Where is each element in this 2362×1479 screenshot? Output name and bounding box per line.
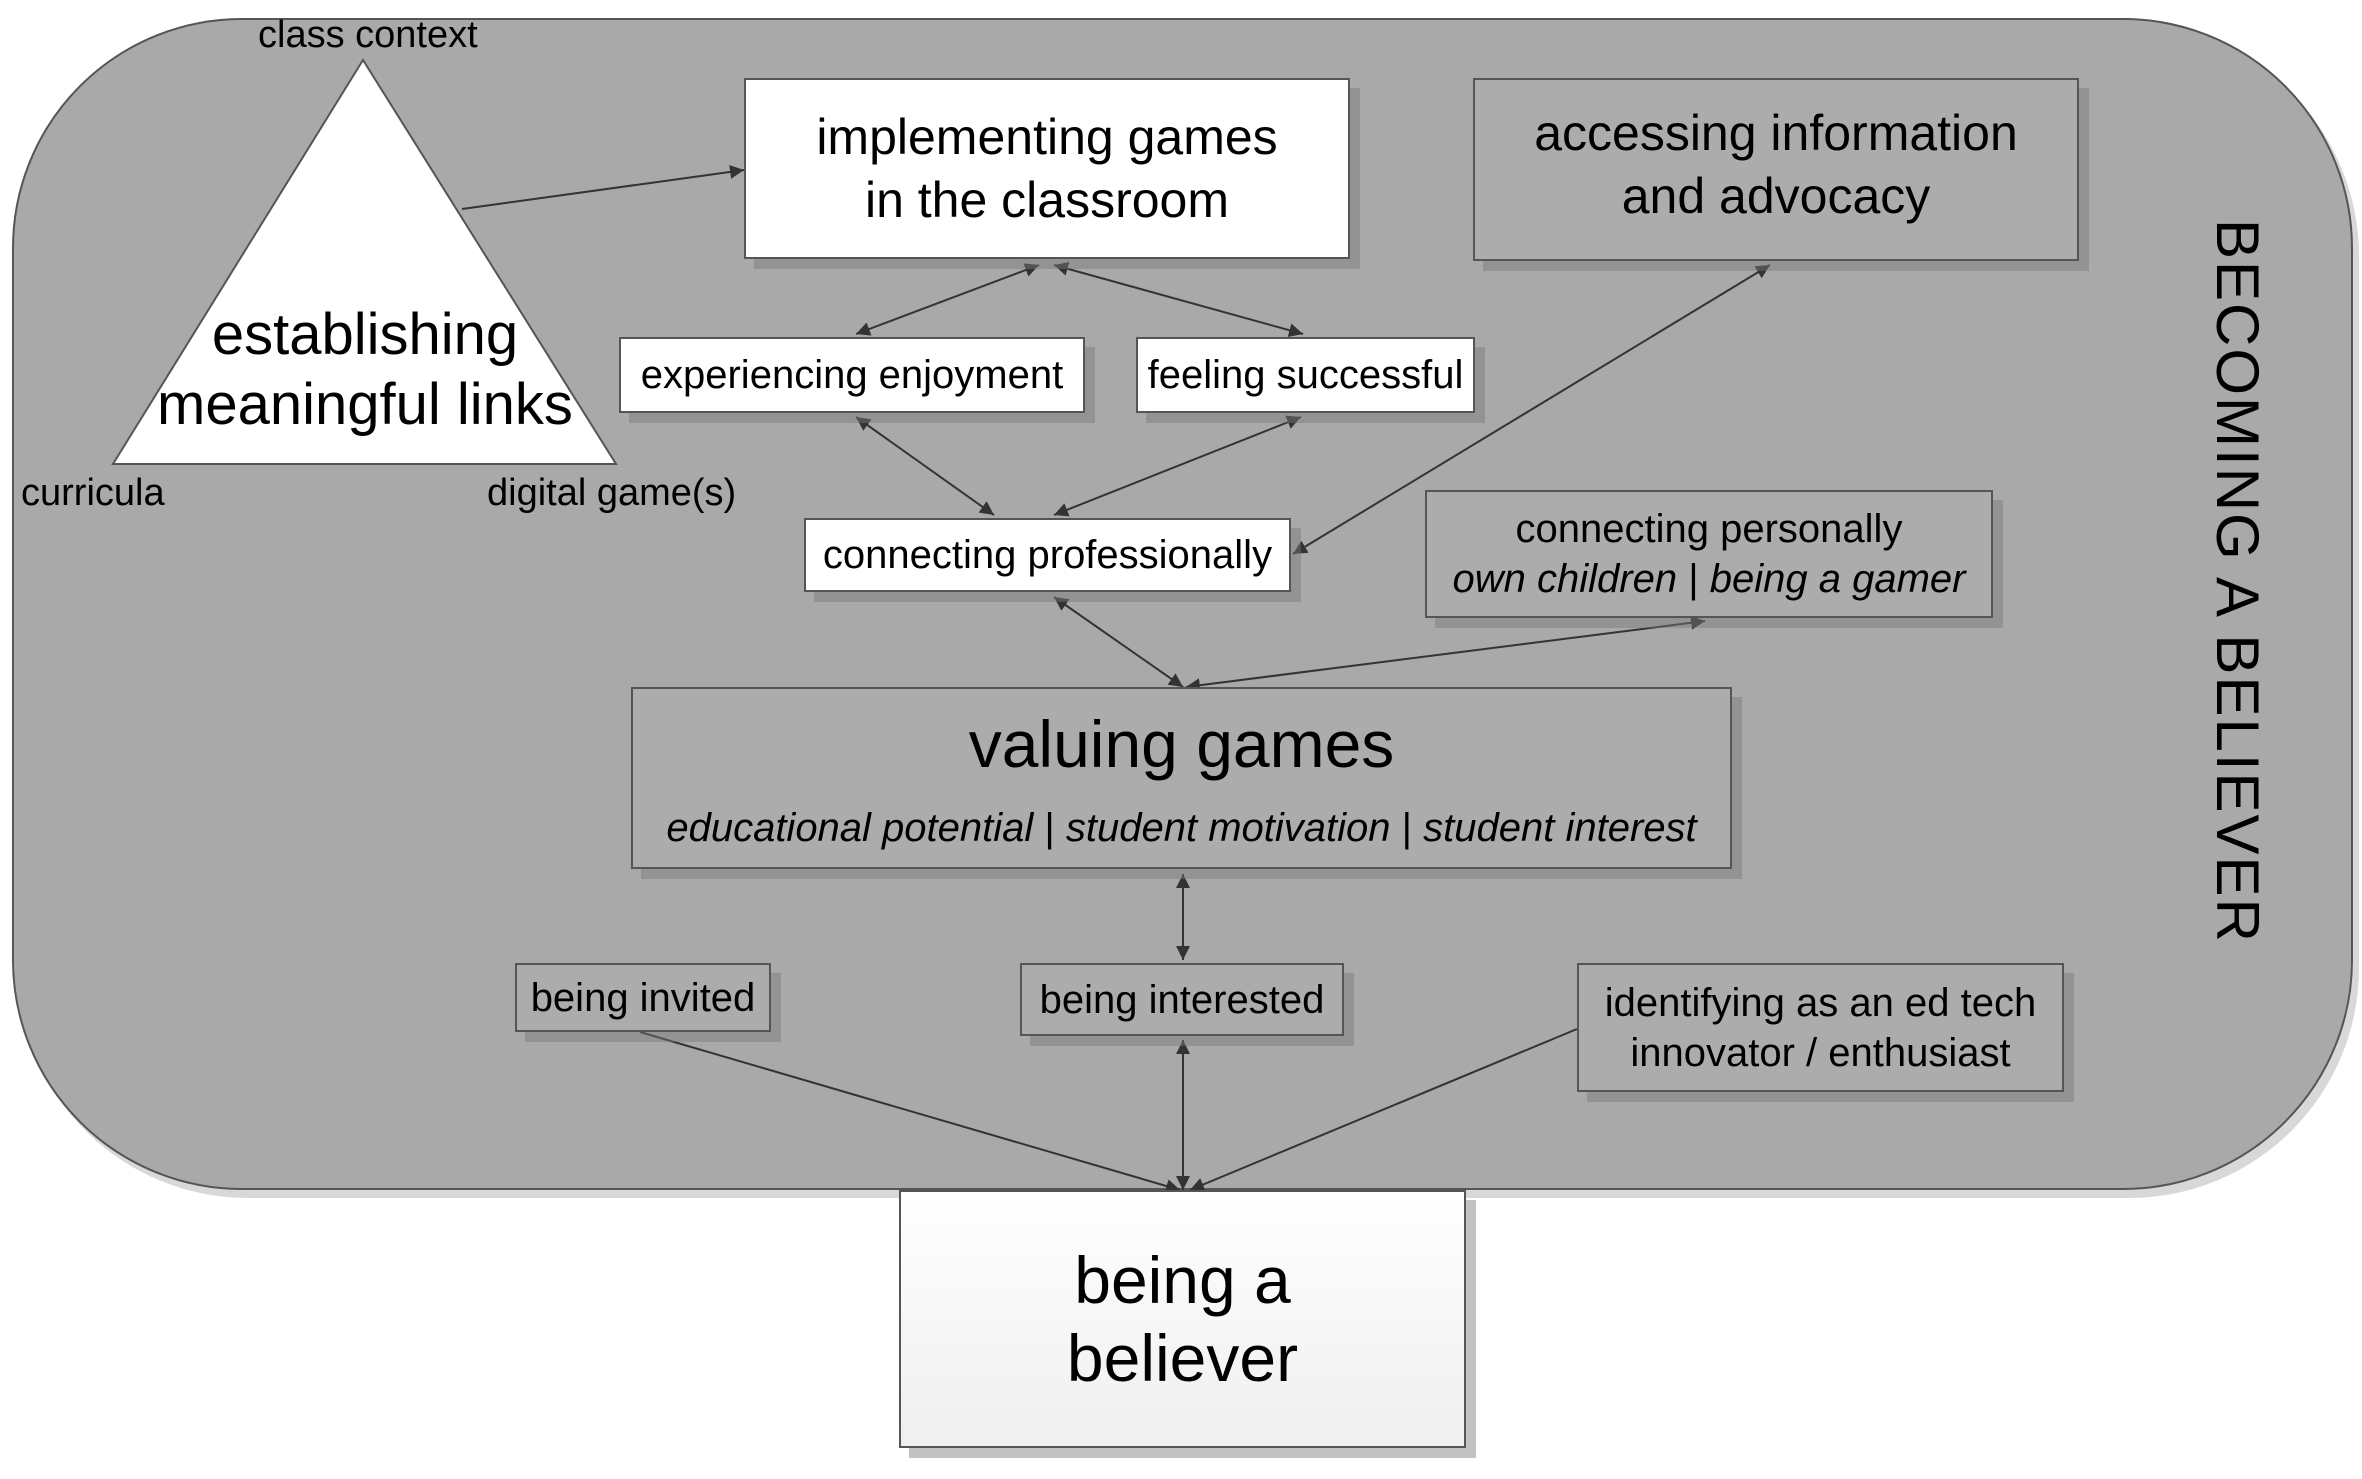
separator: | — [1390, 806, 1424, 851]
node-valuing-sub1: educational potential — [666, 806, 1034, 851]
edge-accessing-to-prof — [1292, 264, 1771, 555]
edge-identifying-to-believer — [1189, 1028, 1578, 1192]
node-believer-line1: being a — [1074, 1243, 1291, 1317]
node-personal-sub1: own children — [1452, 557, 1678, 601]
node-connecting-professionally[interactable]: connecting professionally — [804, 518, 1291, 592]
node-invited-text: being invited — [530, 975, 756, 1020]
node-connecting-personally[interactable]: connecting personally own children | bei… — [1425, 490, 1993, 618]
node-implementing-line2: in the classroom — [864, 171, 1230, 228]
node-valuing-sub2: student motivation — [1065, 806, 1391, 851]
node-identifying-innovator[interactable]: identifying as an ed tech innovator / en… — [1577, 963, 2064, 1092]
edges-group — [461, 164, 1771, 1193]
node-being-a-believer[interactable]: being a believer — [899, 1190, 1466, 1448]
edge-personal-to-valuing — [1185, 615, 1706, 693]
edge-enjoyment-to-prof — [855, 416, 995, 516]
edge-implementing-to-enjoyment — [855, 263, 1040, 336]
node-valuing-sub3: student interest — [1423, 806, 1697, 851]
separator: | — [1677, 557, 1710, 601]
node-being-interested[interactable]: being interested — [1020, 963, 1344, 1036]
frame-title-vertical: BECOMING A BELIEVER — [2204, 218, 2271, 944]
triangle-label-line2: meaningful links — [157, 372, 573, 437]
node-believer-line2: believer — [1066, 1321, 1299, 1395]
node-accessing-line1: accessing information — [1534, 105, 2018, 161]
edge-triangle-to-implementing — [461, 164, 745, 210]
node-successful-text: feeling successful — [1147, 353, 1464, 397]
node-personal-subline: own children | being a gamer — [1453, 554, 1966, 604]
node-personal-sub2: being a gamer — [1709, 557, 1966, 601]
edge-prof-to-valuing — [1053, 596, 1184, 688]
node-implementing-line1: implementing games — [816, 109, 1278, 165]
node-being-invited[interactable]: being invited — [515, 963, 771, 1032]
node-implementing-games[interactable]: implementing games in the classroom — [744, 78, 1350, 259]
node-interested-text: being interested — [1039, 977, 1325, 1022]
node-valuing-games[interactable]: valuing games educational potential | st… — [631, 687, 1732, 869]
triangle-label: establishing meaningful links — [145, 300, 585, 440]
edge-invited-to-believer — [639, 1031, 1181, 1193]
node-prof-text: connecting professionally — [822, 533, 1273, 577]
triangle-vertex-top-label: class context — [258, 14, 478, 56]
triangle-label-line1: establishing — [211, 302, 519, 367]
node-valuing-subline: educational potential | student motivati… — [666, 803, 1696, 853]
edge-implementing-to-successful — [1053, 261, 1304, 338]
node-personal-line1: connecting personally — [1515, 507, 1903, 551]
node-valuing-title: valuing games — [968, 706, 1395, 781]
node-identifying-line1: identifying as an ed tech — [1604, 980, 2037, 1025]
node-identifying-line2: innovator / enthusiast — [1630, 1030, 2011, 1075]
node-enjoyment-text: experiencing enjoyment — [640, 353, 1064, 397]
node-experiencing-enjoyment[interactable]: experiencing enjoyment — [619, 337, 1085, 413]
separator: | — [1033, 806, 1066, 851]
edge-successful-to-prof — [1053, 415, 1302, 517]
triangle-vertex-left-label: curricula — [21, 472, 165, 514]
node-accessing-line2: and advocacy — [1621, 167, 1931, 224]
triangle-shape — [111, 58, 618, 465]
node-accessing-information[interactable]: accessing information and advocacy — [1473, 78, 2079, 261]
triangle-vertex-right-label: digital game(s) — [487, 472, 737, 514]
node-feeling-successful[interactable]: feeling successful — [1136, 337, 1475, 413]
